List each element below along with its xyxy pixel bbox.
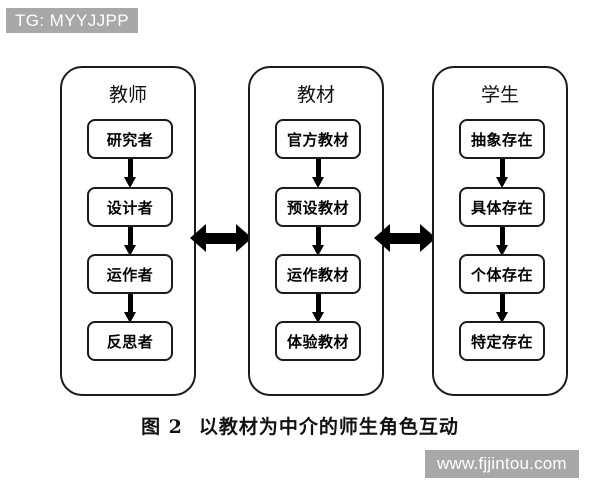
node-teacher-1[interactable]: 研究者 [87,119,173,159]
column-title-student: 学生 [480,84,519,106]
column-student: 学生 抽象存在 具体存在 个体存在 特定存在 [432,66,568,396]
arrow-down-icon [312,227,324,256]
node-material-1[interactable]: 官方教材 [275,119,361,159]
column-teacher: 教师 研究者 设计者 运作者 反思者 [60,66,196,396]
double-headed-arrow-icon [374,224,436,252]
node-student-2[interactable]: 具体存在 [459,187,545,227]
node-teacher-2[interactable]: 设计者 [87,187,173,227]
arrow-down-icon [496,227,508,256]
figure-caption-number: 图 2 [141,416,183,438]
node-student-3[interactable]: 个体存在 [459,254,545,294]
node-student-4[interactable]: 特定存在 [459,321,545,361]
figure-caption: 图 2 以教材为中介的师生角色互动 [0,412,600,439]
node-teacher-3[interactable]: 运作者 [87,254,173,294]
double-headed-arrow-icon [190,224,252,252]
arrow-down-icon [496,294,508,323]
column-material: 教材 官方教材 预设教材 运作教材 体验教材 [248,66,384,396]
column-title-material: 教材 [296,84,335,106]
node-student-1[interactable]: 抽象存在 [459,119,545,159]
watermark-bottom-right: www.fjjintou.com [425,450,579,478]
arrow-down-icon [496,159,508,188]
node-material-3[interactable]: 运作教材 [275,254,361,294]
arrow-down-icon [312,294,324,323]
node-material-2[interactable]: 预设教材 [275,187,361,227]
arrow-down-icon [312,159,324,188]
figure-caption-text: 以教材为中介的师生角色互动 [198,416,459,438]
arrow-down-icon [124,159,136,188]
watermark-top-left: TG: MYYJJPP [6,8,138,33]
node-material-4[interactable]: 体验教材 [275,321,361,361]
arrow-down-icon [124,294,136,323]
node-teacher-4[interactable]: 反思者 [87,321,173,361]
column-title-teacher: 教师 [108,84,147,106]
arrow-down-icon [124,227,136,256]
